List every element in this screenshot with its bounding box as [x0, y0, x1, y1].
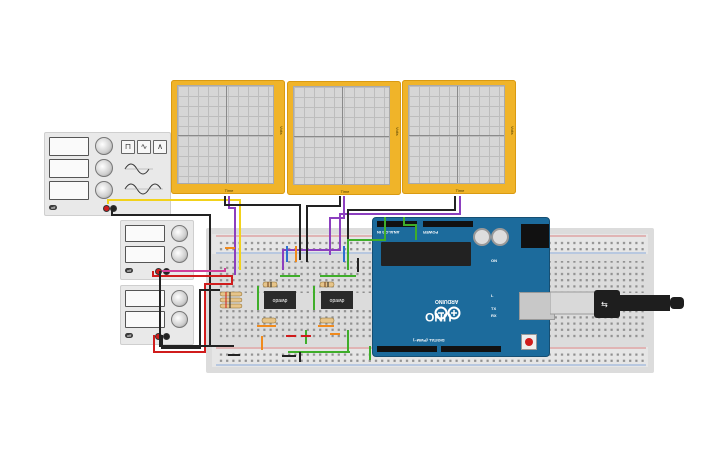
- waveform-preview-icon: [124, 163, 163, 195]
- ps-knob-voltage[interactable]: [171, 290, 188, 307]
- rx-label: RX: [491, 313, 497, 318]
- power-supply-2[interactable]: off: [120, 285, 194, 345]
- arduino-uno[interactable]: UNO ARDUINO ANALOG IN POWER DIGITAL (PWM…: [372, 217, 555, 357]
- reset-button[interactable]: [521, 334, 537, 350]
- ps-display-current: [125, 311, 165, 328]
- capacitor-1: [473, 228, 491, 246]
- oscilloscope-1[interactable]: Volts Time: [171, 80, 285, 194]
- capacitor-2: [491, 228, 509, 246]
- fg-knob-3[interactable]: [95, 181, 113, 199]
- reset-button-cap: [525, 338, 533, 346]
- ps-terminal-black[interactable]: [163, 333, 170, 340]
- resistor-3: [261, 317, 277, 324]
- ps-display-current: [125, 246, 165, 263]
- resistor-4: [319, 317, 335, 324]
- ps-badge[interactable]: off: [125, 333, 134, 338]
- resistor-1: [262, 281, 278, 288]
- resistor-2: [319, 281, 335, 288]
- oscilloscope-screen: [177, 85, 274, 184]
- fg-knob-1[interactable]: [95, 137, 113, 155]
- ps-display-voltage: [125, 290, 165, 307]
- atmega-chip: [381, 242, 471, 266]
- ps-knob-current[interactable]: [171, 246, 188, 263]
- ps-badge[interactable]: off: [125, 268, 134, 273]
- power-header[interactable]: [423, 221, 473, 227]
- fg-output-badge[interactable]: off: [49, 205, 58, 210]
- time-label: Time: [224, 188, 234, 193]
- triangle-wave-button[interactable]: ∧: [153, 140, 167, 154]
- digital-header-2[interactable]: [441, 346, 501, 352]
- digital-header-1[interactable]: [377, 346, 437, 352]
- ps-terminal-red[interactable]: [155, 268, 162, 275]
- usb-cable[interactable]: ⇆: [550, 280, 695, 330]
- fg-knob-2[interactable]: [95, 159, 113, 177]
- fg-display-3: [49, 181, 89, 200]
- oscilloscope-3[interactable]: Volts Time: [402, 80, 516, 194]
- square-wave-button[interactable]: ⊓: [121, 140, 135, 154]
- fg-display-1: [49, 137, 89, 156]
- l-label: L: [491, 293, 494, 298]
- fg-terminal-red[interactable]: [103, 205, 110, 212]
- time-label: Time: [340, 189, 350, 194]
- arduino-logo-icon: [434, 306, 461, 320]
- ps-display-voltage: [125, 225, 165, 242]
- ps-knob-current[interactable]: [171, 311, 188, 328]
- svg-text:⇆: ⇆: [601, 300, 608, 309]
- sine-wave-button[interactable]: ∿: [137, 140, 151, 154]
- volts-label: Volts: [395, 126, 400, 136]
- volts-label: Volts: [510, 125, 515, 135]
- oscilloscope-screen: [293, 86, 390, 185]
- ps-knob-voltage[interactable]: [171, 225, 188, 242]
- on-label: ON: [491, 258, 497, 263]
- tx-label: TX: [491, 306, 497, 311]
- oscilloscope-screen: [408, 85, 505, 184]
- time-label: Time: [455, 188, 465, 193]
- fg-display-2: [49, 159, 89, 178]
- fg-terminal-black[interactable]: [110, 205, 117, 212]
- oscilloscope-2[interactable]: Volts Time: [287, 81, 401, 195]
- resistor-bank: [219, 291, 243, 309]
- power-jack[interactable]: [521, 224, 549, 248]
- analog-header[interactable]: [377, 221, 417, 227]
- volts-label: Volts: [279, 125, 284, 135]
